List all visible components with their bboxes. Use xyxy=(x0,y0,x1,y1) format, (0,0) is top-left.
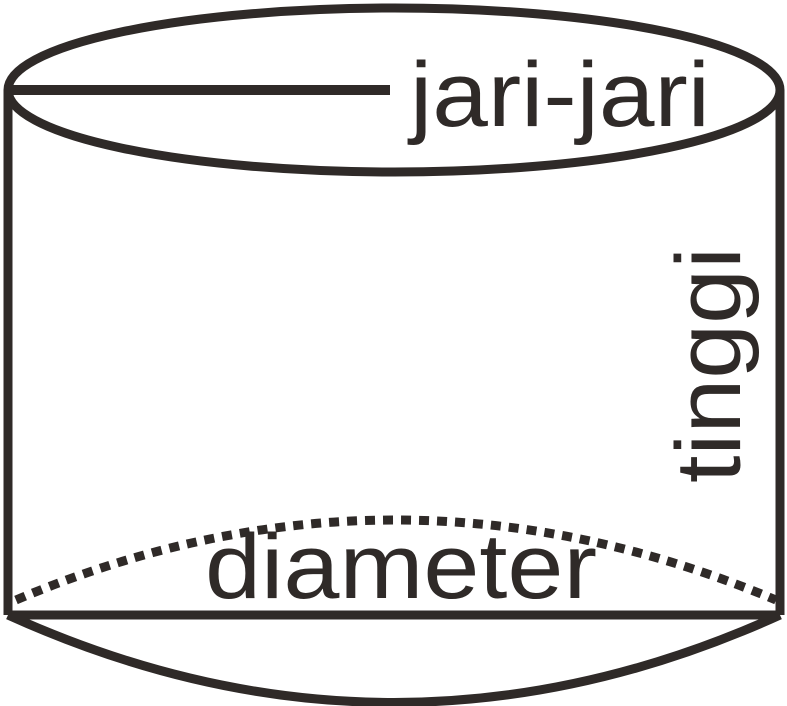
radius-label: jari-jari xyxy=(407,44,710,146)
bottom-ellipse-front-arc xyxy=(6,610,782,706)
diameter-label: diameter xyxy=(205,516,597,618)
height-label: tinggi xyxy=(658,247,760,483)
bottom-ellipse-hidden-arc xyxy=(14,515,778,605)
